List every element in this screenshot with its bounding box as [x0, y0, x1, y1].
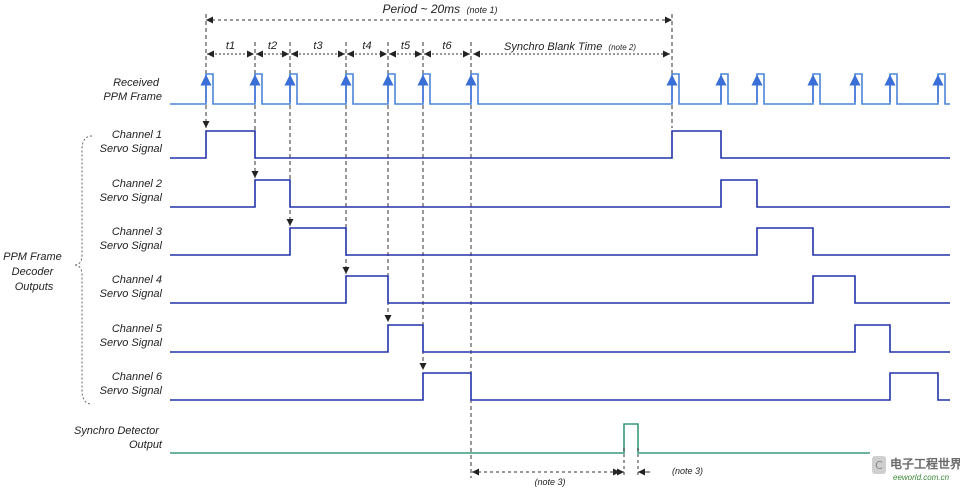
channel-6-trace: [170, 372, 950, 401]
svg-text:C: C: [875, 459, 883, 472]
synchro-detector-label: Synchro Detector Output: [74, 425, 163, 451]
timing-guides: [202, 14, 673, 478]
interval-labels: t1 t2 t3 t4 t5 t6: [226, 40, 453, 52]
interval-label-t2: t2: [268, 40, 277, 52]
channel-5-trace: [170, 324, 950, 353]
period-label: Period ~ 20ms (note 1): [382, 2, 497, 16]
synchro-detector-waveform: [170, 423, 870, 454]
ppm-frame-trace: [170, 73, 950, 105]
channel-2-trace: [170, 179, 950, 208]
note3-label-a: (note 3): [534, 477, 565, 487]
interval-label-t5: t5: [401, 40, 411, 52]
eeworld-watermark: C 电子工程世界 eeworld.com.cn: [872, 456, 960, 482]
synchro-detector-trace: [170, 423, 870, 454]
ppm-frame-waveform: [170, 73, 950, 105]
interval-label-t4: t4: [362, 40, 371, 52]
channel-4-trace: [170, 275, 950, 304]
interval-label-t1: t1: [226, 40, 235, 52]
blank-time-label: Synchro Blank Time (note 2): [504, 41, 636, 53]
svg-text:电子工程世界: 电子工程世界: [890, 456, 960, 471]
channel-3-trace: [170, 227, 950, 256]
note3-arrows: [472, 448, 650, 478]
decoder-group-brace: [73, 135, 93, 405]
channel-waveforms: [170, 130, 950, 401]
interval-label-t6: t6: [442, 40, 452, 52]
decoder-group-label: PPM Frame Decoder Outputs: [3, 251, 65, 293]
interval-label-t3: t3: [313, 40, 323, 52]
received-ppm-label: Received PPM Frame: [103, 77, 162, 103]
channel-1-trace: [170, 130, 950, 159]
svg-text:eeworld.com.cn: eeworld.com.cn: [893, 473, 950, 482]
note3-label-b: (note 3): [672, 466, 703, 476]
